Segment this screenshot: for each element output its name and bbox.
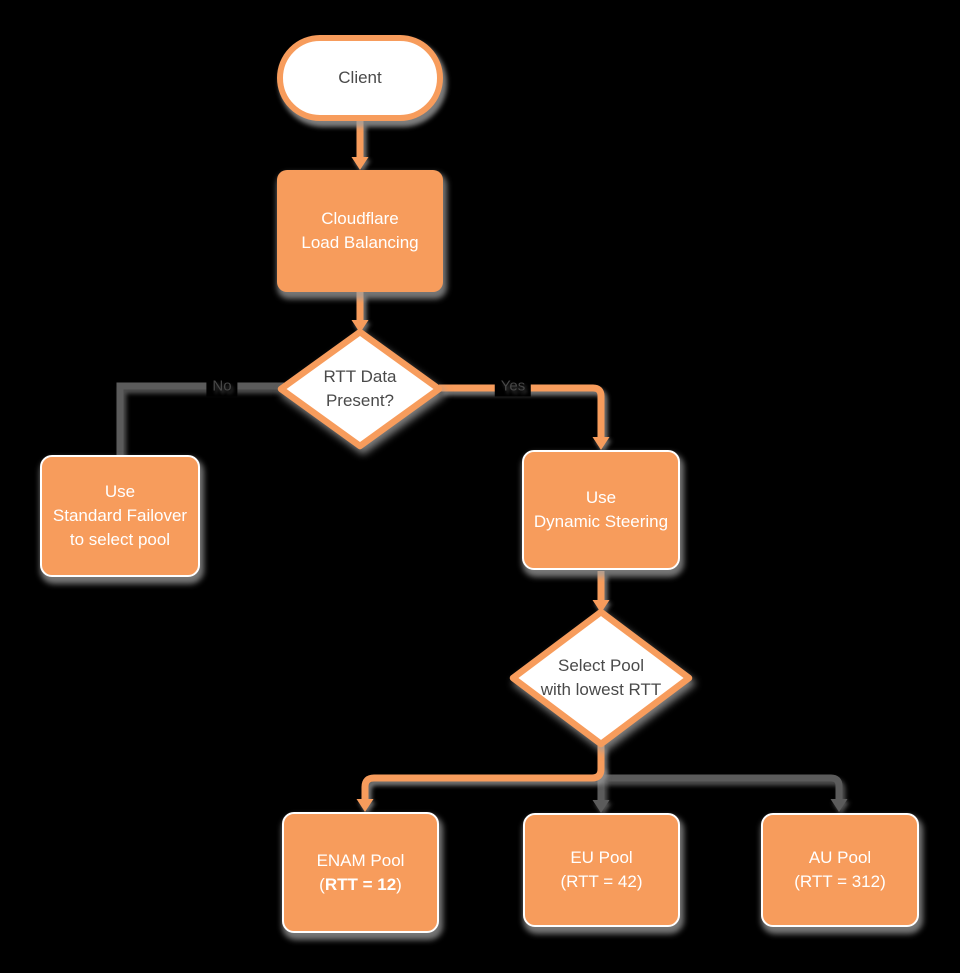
edge-yes-to-dynamic-steering	[439, 384, 605, 437]
arrowhead-au-pool	[830, 799, 848, 812]
node-client: Client	[277, 35, 443, 121]
node-cloudflare-load-balancing: Cloudflare Load Balancing	[277, 170, 443, 292]
edge-no-to-standard-failover	[116, 382, 284, 456]
client-label: Client	[338, 68, 382, 87]
eu-pool-rtt: (RTT = 42)	[560, 872, 643, 891]
edge-label-yes: Yes	[494, 375, 532, 397]
au-pool-rtt: (RTT = 312)	[794, 872, 886, 891]
arrowhead-load-balancing	[351, 157, 369, 170]
enam-pool-name: ENAM Pool	[316, 850, 405, 870]
node-use-dynamic-steering: Use Dynamic Steering	[522, 450, 680, 570]
edge-select-pool-to-enam-pool	[361, 744, 605, 799]
decision-rtt-data-present	[277, 328, 443, 450]
arrowhead-dynamic-steering	[592, 437, 610, 450]
node-enam-pool: ENAM Pool (RTT = 12)	[282, 812, 439, 933]
select-pool-label: Select Pool with lowest RTT	[540, 656, 662, 699]
edge-label-no: No	[206, 375, 238, 397]
arrowhead-eu-pool	[592, 800, 610, 813]
eu-pool-name: EU Pool	[570, 848, 633, 867]
arrowhead-rtt-decision	[351, 320, 369, 333]
enam-pool-rtt: (RTT = 12)	[319, 874, 402, 894]
dynamic-steering-label: Use Dynamic Steering	[533, 488, 669, 531]
edge-junction-to-au-pool	[601, 774, 843, 800]
standard-failover-label: Use Standard Failover to select pool	[52, 482, 188, 549]
node-au-pool: AU Pool (RTT = 312)	[761, 813, 919, 927]
arrowhead-enam-pool	[356, 799, 374, 812]
au-pool-name: AU Pool	[808, 848, 872, 867]
decision-select-pool-lowest-rtt	[509, 608, 693, 748]
rtt-decision-label: RTT Data Present?	[323, 367, 397, 410]
node-use-standard-failover: Use Standard Failover to select pool	[40, 455, 200, 577]
load-balancing-label: Cloudflare Load Balancing	[301, 209, 419, 252]
arrowhead-select-pool	[592, 600, 610, 613]
node-eu-pool: EU Pool (RTT = 42)	[523, 813, 680, 927]
